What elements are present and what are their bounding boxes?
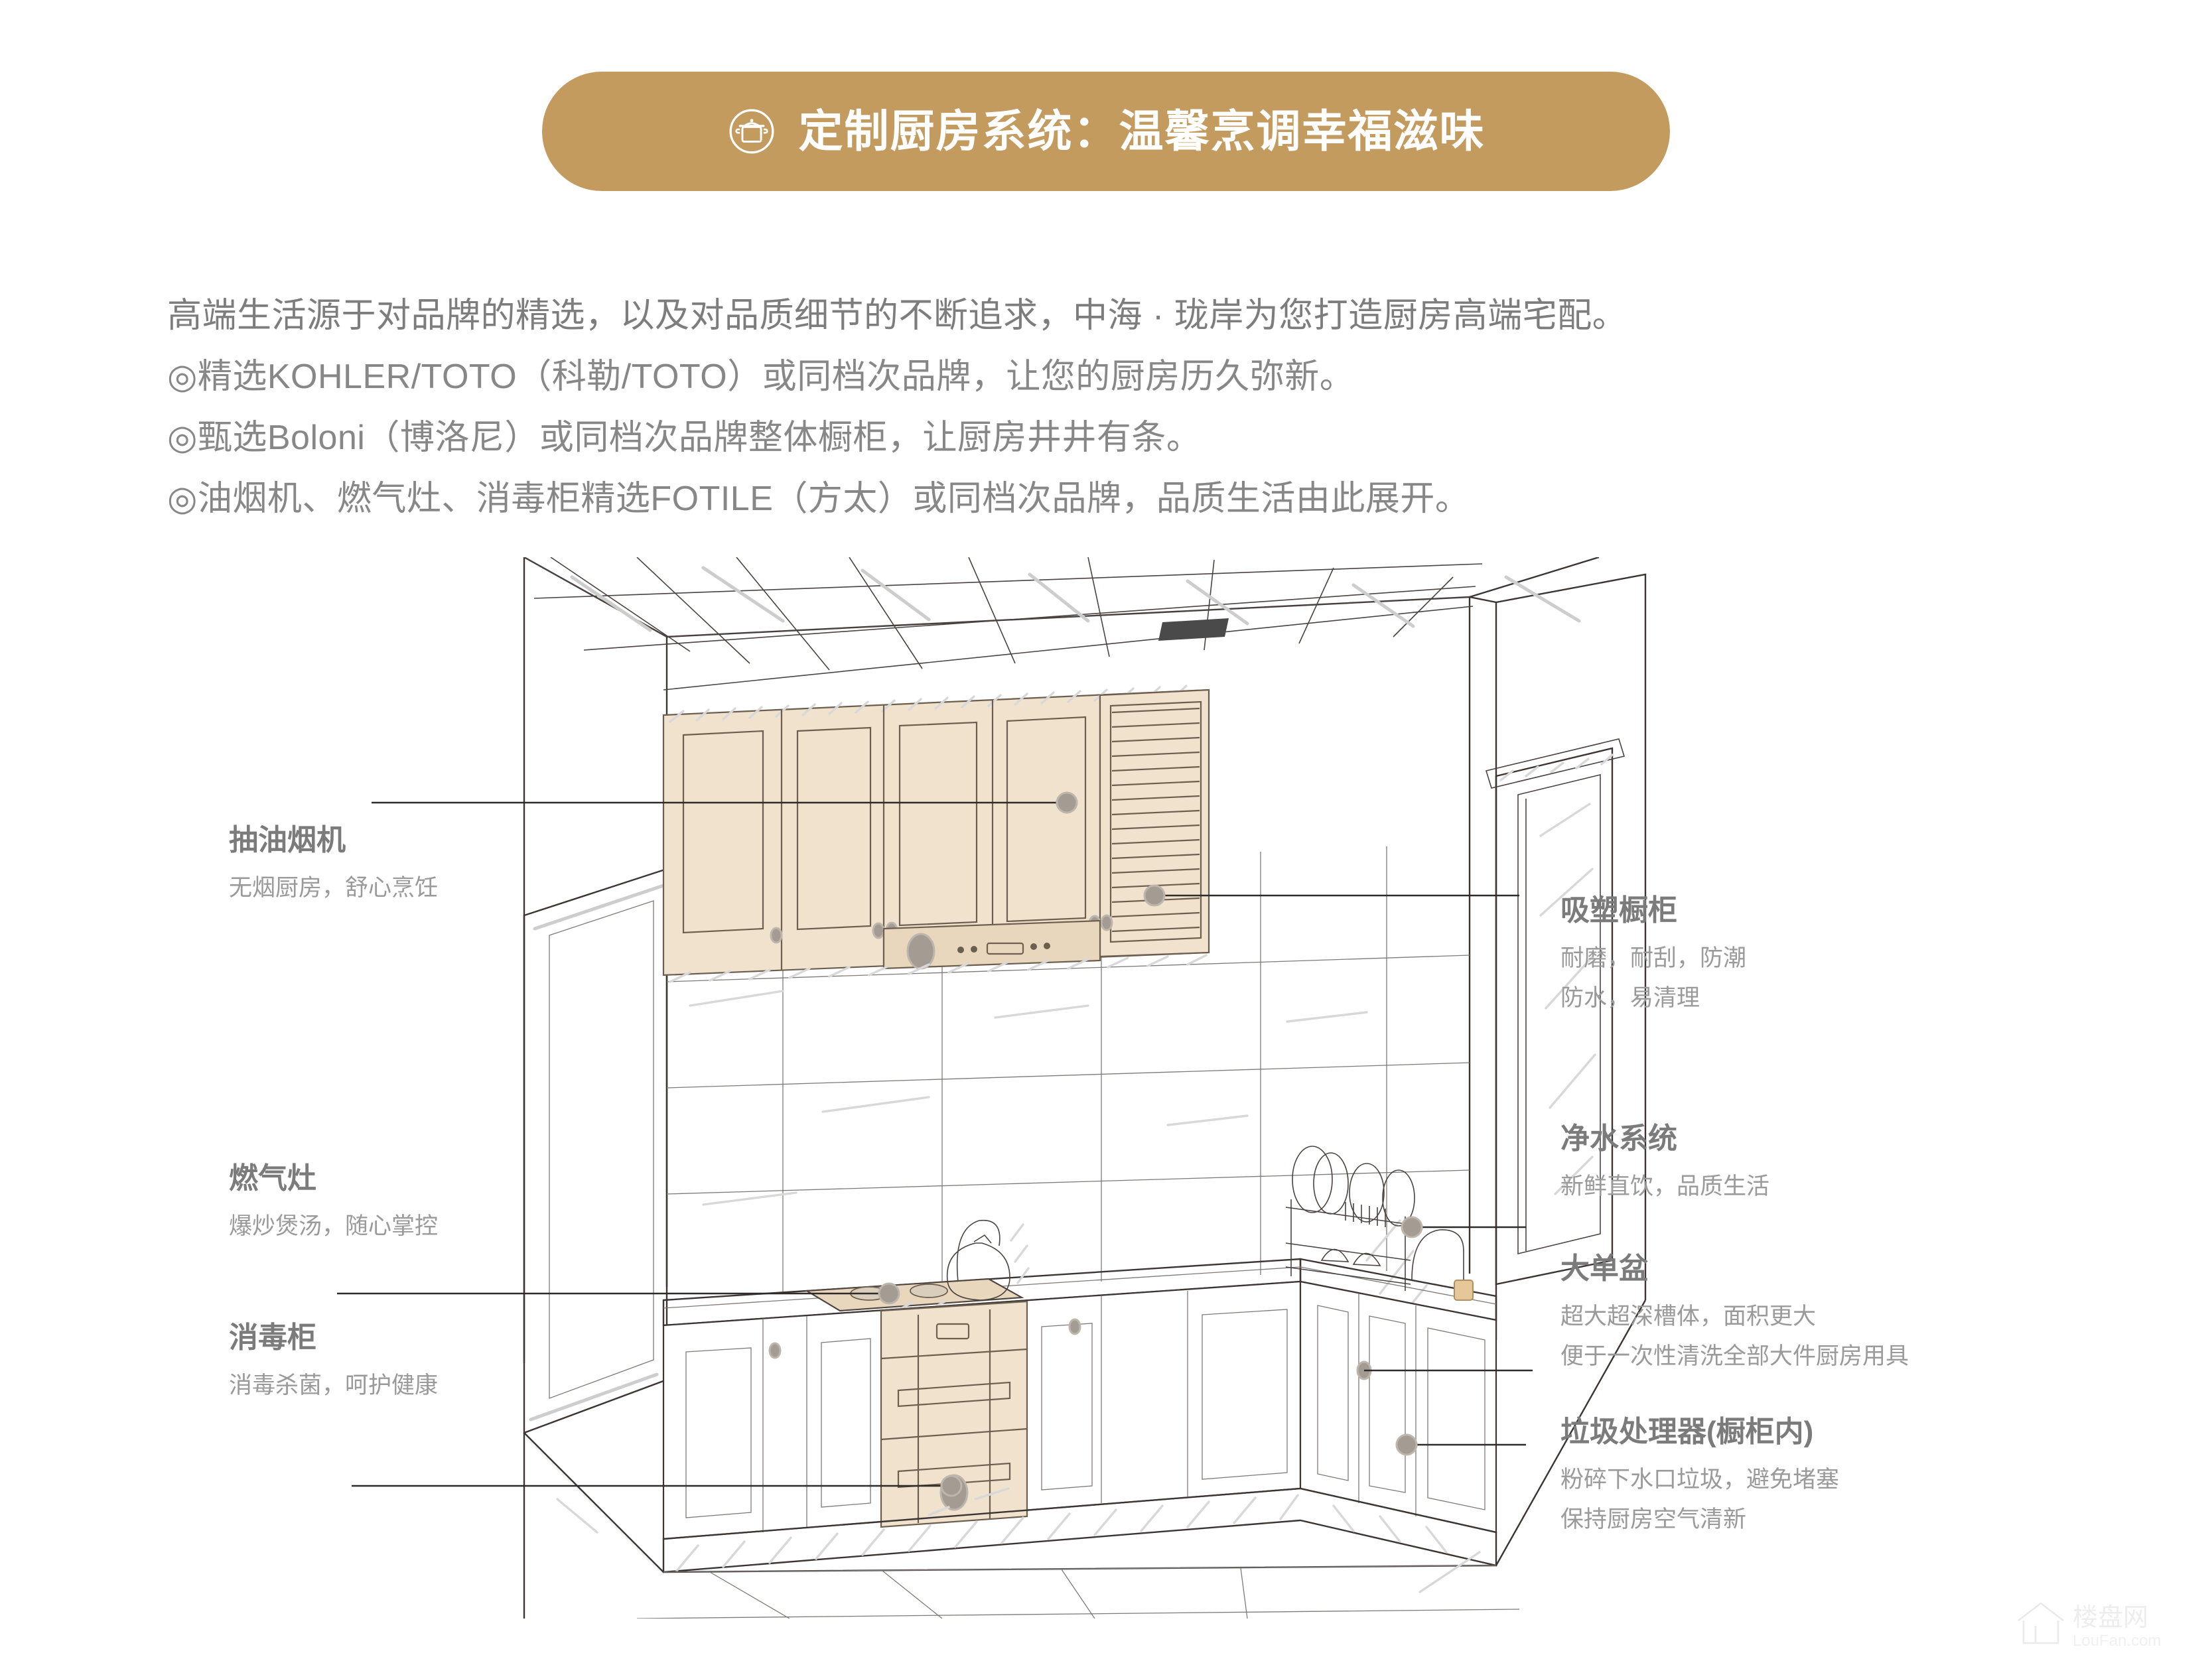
callout-desc-line: 便于一次性清洗全部大件厨房用具 — [1560, 1343, 1909, 1369]
header-banner-wrap: 定制厨房系统：温馨烹调幸福滋味 — [0, 72, 2212, 191]
callout-water-purification-system: 净水系统 新鲜直饮，品质生活 — [1560, 1122, 1769, 1207]
intro-line-4: ◎油烟机、燃气灶、消毒柜精选FOTILE（方太）或同档次品牌，品质生活由此展开。 — [167, 480, 1470, 518]
callout-desc-line: 爆炒煲汤，随心掌控 — [229, 1213, 439, 1239]
intro-paragraph: 高端生活源于对品牌的精选，以及对品质细节的不断追求，中海 · 珑岸为您打造厨房高… — [167, 285, 1892, 529]
kitchen-illustration-stage: .ln { fill:none; stroke:#3c3532; stroke-… — [0, 557, 2212, 1619]
intro-line-2: ◎精选KOHLER/TOTO（科勒/TOTO）或同档次品牌，让您的厨房历久弥新。 — [167, 358, 1355, 396]
callout-desc-line: 防水，易清理 — [1560, 984, 1700, 1011]
callout-gas-stove: 燃气灶 爆炒煲汤，随心掌控 — [229, 1162, 438, 1246]
banner-title: 定制厨房系统：温馨烹调幸福滋味 — [798, 106, 1486, 157]
callout-title: 燃气灶 — [229, 1162, 316, 1195]
callout-desc-line: 无烟厨房，舒心烹饪 — [229, 874, 439, 901]
callout-desc-line: 消毒杀菌，呵护健康 — [229, 1372, 439, 1398]
callout-desc-line: 粉碎下水口垃圾，避免堵塞 — [1560, 1466, 1840, 1493]
intro-line-3: ◎甄选Boloni（博洛尼）或同档次品牌整体橱柜，让厨房井井有条。 — [167, 419, 1202, 457]
loufan-watermark: 楼盘网 LouFan.com — [2018, 1602, 2161, 1650]
header-banner: 定制厨房系统：温馨烹调幸福滋味 — [542, 72, 1670, 191]
callout-title: 吸塑橱柜 — [1560, 894, 1677, 927]
callout-desc-line: 保持厨房空气清新 — [1560, 1506, 1747, 1532]
cooking-pot-icon — [729, 109, 774, 154]
callout-title: 大单盆 — [1560, 1252, 1648, 1285]
kitchen-line-drawing: .ln { fill:none; stroke:#3c3532; stroke-… — [337, 557, 1647, 1619]
callout-thermoformed-cabinet: 吸塑橱柜 耐磨，耐刮，防潮 防水，易清理 — [1560, 894, 1746, 1018]
callout-large-single-sink: 大单盆 超大超深槽体，面积更大 便于一次性清洗全部大件厨房用具 — [1560, 1252, 1909, 1376]
watermark-brand-cn: 楼盘网 — [2073, 1604, 2148, 1632]
callout-desc-line: 新鲜直饮，品质生活 — [1560, 1173, 1770, 1199]
watermark-brand-en: LouFan.com — [2073, 1632, 2161, 1650]
callout-range-hood: 抽油烟机 无烟厨房，舒心烹饪 — [229, 824, 438, 908]
callout-desc-line: 超大超深槽体，面积更大 — [1560, 1303, 1817, 1329]
callout-desc-line: 耐磨，耐刮，防潮 — [1560, 945, 1747, 971]
callout-title: 消毒柜 — [229, 1321, 316, 1354]
intro-line-1: 高端生活源于对品牌的精选，以及对品质细节的不断追求，中海 · 珑岸为您打造厨房高… — [167, 297, 1627, 335]
callout-title: 垃圾处理器(橱柜内) — [1560, 1416, 1814, 1448]
callout-garbage-disposal: 垃圾处理器(橱柜内) 粉碎下水口垃圾，避免堵塞 保持厨房空气清新 — [1560, 1416, 1839, 1540]
callout-title: 抽油烟机 — [229, 824, 346, 856]
callout-sterilizer-cabinet: 消毒柜 消毒杀菌，呵护健康 — [229, 1321, 438, 1406]
callout-title: 净水系统 — [1560, 1122, 1677, 1155]
